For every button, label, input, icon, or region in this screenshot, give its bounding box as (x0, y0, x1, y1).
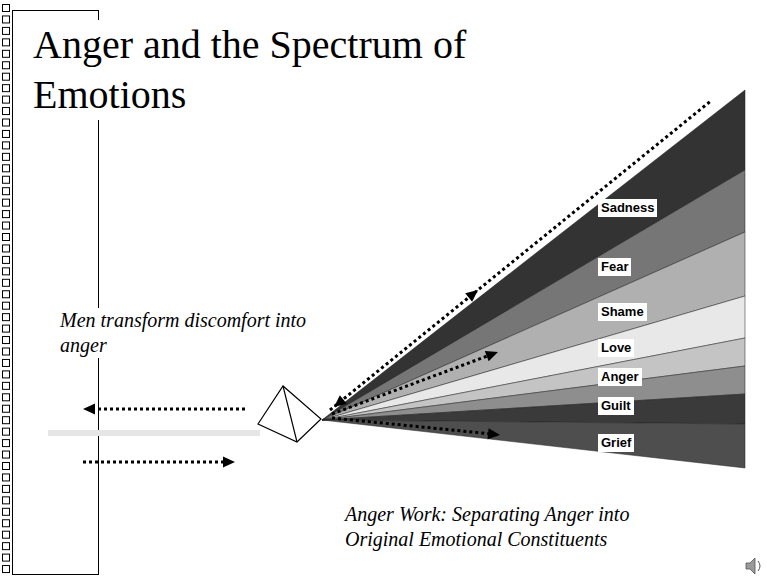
emotion-label: Grief (598, 434, 634, 452)
spectrum-band (322, 232, 745, 420)
bullet-square (3, 302, 10, 309)
bullet-square (3, 474, 10, 481)
bullet-square (3, 5, 10, 12)
emotion-name: Shame (601, 304, 644, 320)
bullet-square (3, 222, 10, 229)
emotion-name: Anger (601, 369, 639, 385)
emotion-label: Fear (598, 258, 631, 276)
emotion-label: Guilt (598, 397, 634, 415)
bullet-square (3, 27, 10, 34)
bullet-square (3, 199, 10, 206)
bullet-square (3, 291, 10, 298)
bullet-square (3, 371, 10, 378)
speaker-icon (746, 558, 760, 574)
arrowhead (83, 404, 95, 415)
bullet-square (3, 62, 10, 69)
bullet-square (3, 348, 10, 355)
light-beam (48, 430, 260, 436)
speaker-body (746, 558, 755, 574)
dotted-line (92, 408, 245, 411)
emotion-name: Fear (601, 259, 628, 275)
emotion-name: Guilt (601, 398, 631, 414)
emotion-name: Sadness (601, 200, 654, 216)
bullet-square (3, 142, 10, 149)
bullet-square (3, 279, 10, 286)
prism (258, 386, 321, 442)
bullet-square (3, 153, 10, 160)
emotion-label: Shame (598, 303, 647, 321)
emotion-name: Grief (601, 435, 631, 451)
prism-edge (283, 386, 297, 442)
dotted-arrows (83, 100, 712, 468)
bullet-square (3, 359, 10, 366)
spectrum-fan (322, 90, 745, 468)
emotion-label: Love (598, 339, 634, 357)
bullet-square (3, 543, 10, 550)
bullet-square (3, 245, 10, 252)
bullet-square (3, 96, 10, 103)
bullet-square (3, 176, 10, 183)
bullet-square (3, 417, 10, 424)
bullet-square (3, 50, 10, 57)
bullet-square (3, 485, 10, 492)
dotted-line (332, 355, 490, 414)
bullet-square (3, 39, 10, 46)
dotted-line (330, 100, 712, 410)
bullet-square (3, 531, 10, 538)
bullet-square (3, 85, 10, 92)
bullet-square (3, 256, 10, 263)
bullet-square (3, 497, 10, 504)
spectrum-band (322, 394, 745, 424)
bullet-square (3, 130, 10, 137)
bullet-square (3, 234, 10, 241)
dotted-line (332, 418, 492, 434)
bullet-square (3, 428, 10, 435)
spectrum-band (322, 90, 745, 420)
spectrum-band (322, 170, 745, 420)
arrowhead (465, 286, 481, 302)
emotion-name: Love (601, 340, 631, 356)
bullet-square (3, 16, 10, 23)
bullet-square (3, 508, 10, 515)
speaker-wave (758, 561, 760, 571)
emotion-label: Sadness (598, 199, 657, 217)
bullet-square (3, 520, 10, 527)
bullet-square (3, 119, 10, 126)
spectrum-band (322, 420, 745, 468)
bullet-square (3, 211, 10, 218)
bullet-square (3, 268, 10, 275)
bullet-square (3, 382, 10, 389)
bullet-square (3, 337, 10, 344)
note-text: Anger Work: Separating Anger into Origin… (345, 502, 635, 552)
bullet-square (3, 451, 10, 458)
bullet-square (3, 73, 10, 80)
bullet-square (3, 394, 10, 401)
bullet-square (3, 188, 10, 195)
arrowhead (488, 428, 501, 440)
bullet-square (3, 405, 10, 412)
bullet-square (3, 566, 10, 573)
arrowhead (485, 347, 500, 362)
bullet-square (3, 554, 10, 561)
dotted-line (83, 461, 226, 464)
bullet-square (3, 165, 10, 172)
bullet-square (3, 325, 10, 332)
bullet-square (3, 314, 10, 321)
bullet-column (3, 5, 10, 573)
arrowhead (223, 457, 235, 468)
note-text: Men transform discomfort into anger (60, 308, 322, 358)
bullet-square (3, 108, 10, 115)
slide-title: Anger and the Spectrum of Emotions (33, 20, 573, 120)
bullet-square (3, 440, 10, 447)
bullet-square (3, 463, 10, 470)
emotion-label: Anger (598, 368, 642, 386)
